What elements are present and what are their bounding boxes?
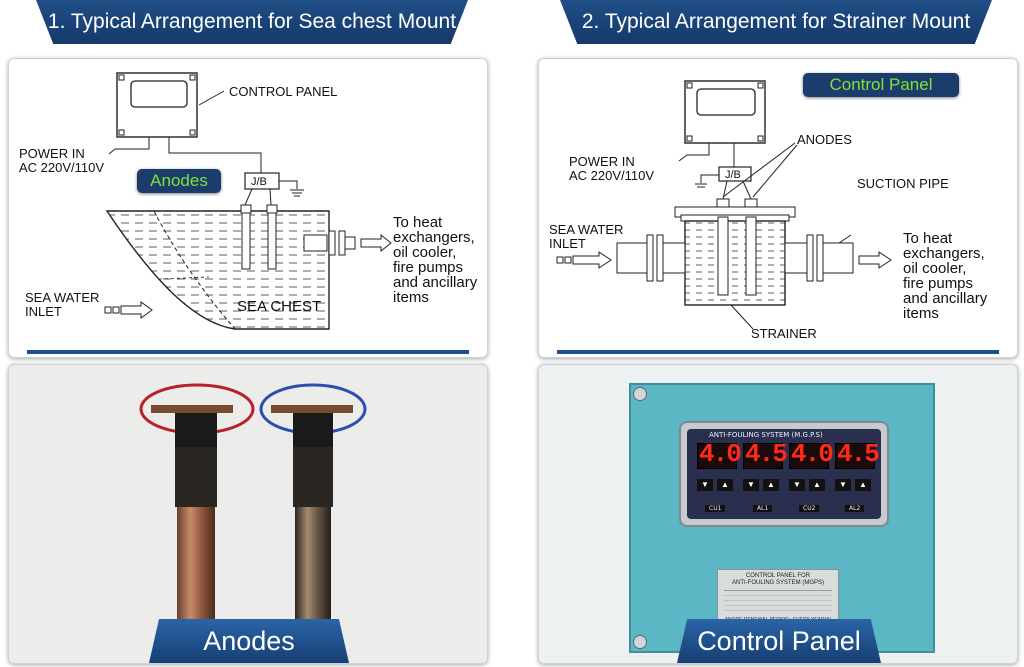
channel-label: AL2 xyxy=(845,505,865,512)
display-faceplate: ANTI-FOULING SYSTEM (M.G.P.S) 4.0 4.5 4.… xyxy=(687,429,881,519)
led-bezel xyxy=(697,443,737,469)
dest-line: fire pumps xyxy=(393,259,464,276)
control-panel-caption: Control Panel xyxy=(677,619,881,663)
dest-line: items xyxy=(903,305,939,322)
sea-water-inlet-label: SEA WATER xyxy=(549,222,624,237)
sea-water-inlet-label-2: INLET xyxy=(25,304,62,319)
plate-line-2: ANTI-FOULING SYSTEM (MGPS) xyxy=(731,580,824,586)
channel-label: AL1 xyxy=(753,505,773,512)
control-panel-badge: Control Panel xyxy=(803,73,959,97)
control-panel-box xyxy=(116,72,198,138)
suction-pipe-label: SUCTION PIPE xyxy=(857,176,949,191)
sea-chest-diagram-panel: CONTROL PANEL POWER IN AC 220V/110V Anod… xyxy=(8,58,488,358)
strainer-diagram-panel: Control Panel ANODES POWER IN AC 220V/11… xyxy=(538,58,1018,358)
sea-chest-diagram xyxy=(104,72,392,330)
channel-label: CU1 xyxy=(705,505,726,512)
display-title: ANTI-FOULING SYSTEM (M.G.P.S) xyxy=(709,431,823,439)
jb-label: J/B xyxy=(251,176,267,188)
down-button[interactable]: ▼ xyxy=(789,479,805,491)
panel-rule xyxy=(557,350,999,354)
anodes-photo xyxy=(139,383,367,657)
up-button[interactable]: ▲ xyxy=(855,479,871,491)
control-cabinet: ANTI-FOULING SYSTEM (M.G.P.S) 4.0 4.5 4.… xyxy=(629,383,935,653)
power-voltage-label: AC 220V/110V xyxy=(569,168,655,183)
readout-cu1: 4.0 xyxy=(699,439,742,469)
anodes-photo-panel: Anodes xyxy=(8,364,488,664)
up-button[interactable]: ▲ xyxy=(763,479,779,491)
anode-rod xyxy=(745,216,757,296)
junction-box xyxy=(718,166,752,182)
anodes-label: ANODES xyxy=(797,132,852,147)
down-button[interactable]: ▼ xyxy=(697,479,713,491)
channel-label: CU2 xyxy=(799,505,820,512)
strainer-diagram xyxy=(556,80,892,330)
display-window: ANTI-FOULING SYSTEM (M.G.P.S) 4.0 4.5 4.… xyxy=(679,421,889,527)
strainer-body xyxy=(684,220,786,306)
up-button[interactable]: ▲ xyxy=(809,479,825,491)
dest-line: exchangers, xyxy=(903,245,985,262)
up-button[interactable]: ▲ xyxy=(717,479,733,491)
copper-anode xyxy=(139,383,255,657)
cabinet-screw xyxy=(633,387,647,401)
strainer-label: STRAINER xyxy=(751,326,817,341)
sea-water-inlet-label-2: INLET xyxy=(549,236,586,251)
aluminium-anode xyxy=(259,383,367,657)
anodes-badge: Anodes xyxy=(137,169,221,193)
dest-line: To heat xyxy=(903,230,953,247)
anode-rod xyxy=(717,216,729,296)
control-panel-box xyxy=(684,80,766,144)
jb-label: J/B xyxy=(725,169,741,181)
dest-line: and ancillary xyxy=(393,274,478,291)
led-bezel xyxy=(789,443,829,469)
readout-al1: 4.5 xyxy=(745,439,788,469)
down-button[interactable]: ▼ xyxy=(835,479,851,491)
control-panel-photo-panel: ANTI-FOULING SYSTEM (M.G.P.S) 4.0 4.5 4.… xyxy=(538,364,1018,664)
cabinet-screw xyxy=(633,635,647,649)
power-in-label: POWER IN xyxy=(569,154,635,169)
dest-line: oil cooler, xyxy=(393,244,457,261)
dest-line: exchangers, xyxy=(393,229,475,246)
left-section-title: 1. Typical Arrangement for Sea chest Mou… xyxy=(36,0,468,44)
destination-text: To heat exchangers, oil cooler, fire pum… xyxy=(393,215,477,305)
dest-line: fire pumps xyxy=(903,275,974,292)
led-bezel xyxy=(743,443,783,469)
readout-al2: 4.5 xyxy=(837,439,880,469)
led-bezel xyxy=(835,443,875,469)
anode-rod xyxy=(241,212,251,270)
panel-rule xyxy=(27,350,469,354)
power-voltage-label: AC 220V/110V xyxy=(19,160,105,175)
dest-line: oil cooler, xyxy=(903,260,967,277)
sea-chest-label: SEA CHEST xyxy=(237,298,322,315)
dest-line: items xyxy=(393,289,429,306)
plate-line-1: CONTROL PANEL FOR xyxy=(745,573,811,579)
anodes-caption: Anodes xyxy=(149,619,349,663)
readout-cu2: 4.0 xyxy=(791,439,834,469)
down-button[interactable]: ▼ xyxy=(743,479,759,491)
control-panel-label: CONTROL PANEL xyxy=(229,84,338,99)
dest-line: To heat xyxy=(393,214,443,231)
power-in-label: POWER IN xyxy=(19,146,85,161)
destination-text: To heat exchangers, oil cooler, fire pum… xyxy=(903,231,987,321)
anode-rod xyxy=(267,212,277,270)
plate-details xyxy=(724,590,832,613)
sea-water-inlet-label: SEA WATER xyxy=(25,290,100,305)
dest-line: and ancillary xyxy=(903,290,988,307)
right-section-title: 2. Typical Arrangement for Strainer Moun… xyxy=(560,0,992,44)
